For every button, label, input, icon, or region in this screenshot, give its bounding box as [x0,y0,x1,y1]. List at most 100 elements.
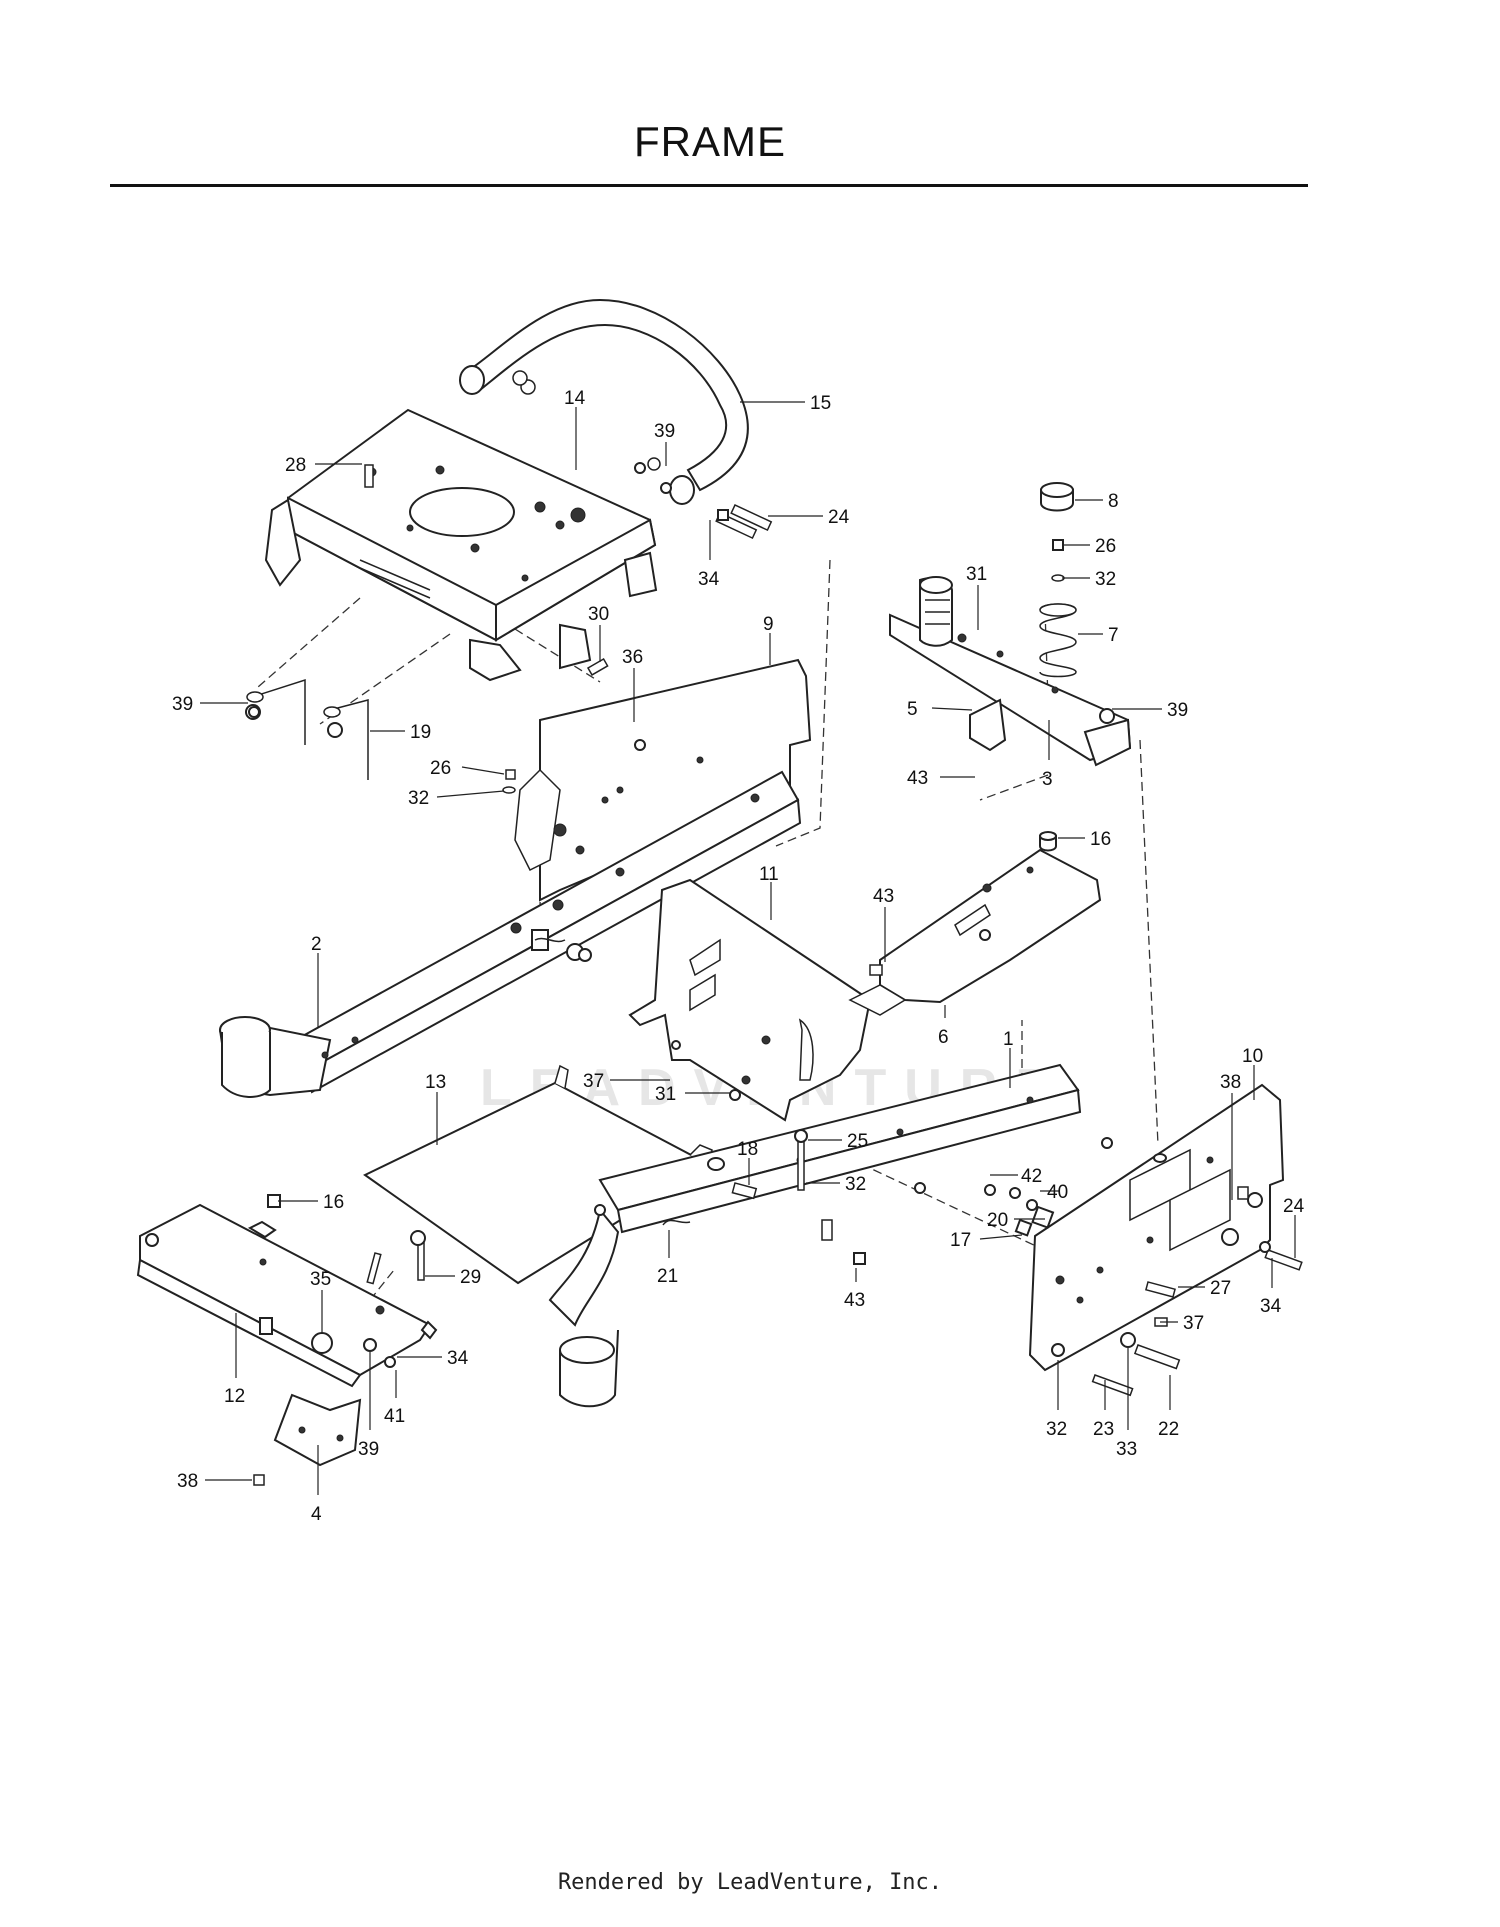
callout-16b: 16 [278,1192,344,1213]
callout-7: 7 [1078,625,1119,646]
callout-label-34b: 34 [447,1348,469,1369]
part-14-seat-plate [264,408,658,682]
callout-label-34a: 34 [698,569,720,590]
callout-label-23: 23 [1093,1419,1114,1440]
callout-34b: 34 [397,1348,469,1369]
part-1-right-frame-rail [548,1063,1082,1408]
callout-32b: 32 [408,788,505,809]
callout-31a: 31 [966,564,987,630]
callout-38a: 38 [1220,1072,1241,1200]
callout-26a: 26 [1064,536,1116,557]
callout-label-37b: 37 [1183,1313,1204,1334]
callout-label-39b: 39 [172,694,193,715]
callout-42: 42 [990,1166,1042,1187]
callout-26b: 26 [430,758,505,779]
callout-18: 18 [737,1139,758,1185]
callout-label-13: 13 [425,1072,446,1093]
callout-10: 10 [1242,1046,1263,1100]
callout-label-24b: 24 [1283,1196,1305,1217]
part-16-bumper-top [1039,831,1057,852]
callout-43b: 43 [873,886,894,962]
spring-hardware [1051,539,1065,582]
part-12-front-footrest [136,1203,438,1388]
callout-22: 22 [1158,1375,1179,1440]
callout-39c: 39 [1112,700,1188,721]
callout-label-2: 2 [311,934,322,955]
callout-31b: 31 [655,1084,730,1105]
callout-label-3: 3 [1042,769,1053,790]
callout-17: 17 [950,1230,1023,1251]
callout-label-37a: 37 [583,1071,604,1092]
callout-39d: 39 [358,1352,379,1460]
footer-credit: Rendered by LeadVenture, Inc. [557,1870,943,1895]
callout-label-22: 22 [1158,1419,1179,1440]
callout-label-38a: 38 [1220,1072,1241,1093]
callout-29: 29 [425,1267,481,1288]
callout-label-31a: 31 [966,564,987,585]
callout-1: 1 [1003,1029,1014,1088]
callout-label-28: 28 [285,455,306,476]
callout-25: 25 [808,1131,868,1152]
callout-27: 27 [1178,1278,1231,1299]
callout-32c: 32 [806,1174,866,1195]
callout-label-33: 33 [1116,1439,1137,1460]
part-4-mount-bracket [273,1393,362,1467]
title-rule [110,184,1308,187]
callout-35: 35 [310,1269,331,1333]
callout-36: 36 [622,647,643,722]
callout-label-32a: 32 [1095,569,1116,590]
callout-label-21: 21 [657,1266,678,1287]
callout-label-15: 15 [810,393,831,414]
callout-label-40: 40 [1047,1182,1068,1203]
callout-label-18: 18 [737,1139,758,1160]
callout-37a: 37 [583,1071,670,1092]
callout-label-11: 11 [759,864,779,885]
callout-13: 13 [425,1072,446,1145]
callout-label-43b: 43 [873,886,894,907]
callout-label-34c: 34 [1260,1296,1282,1317]
callout-label-26b: 26 [430,758,451,779]
callout-label-32c: 32 [845,1174,866,1195]
callout-label-27: 27 [1210,1278,1231,1299]
callout-21: 21 [657,1230,678,1287]
callout-15: 15 [740,393,831,414]
callout-label-36: 36 [622,647,643,668]
callout-label-8: 8 [1108,491,1119,512]
callout-label-41: 41 [384,1406,405,1427]
callout-label-17: 17 [950,1230,971,1251]
callout-label-32b: 32 [408,788,429,809]
callout-16a: 16 [1058,829,1111,850]
callout-label-29: 29 [460,1267,481,1288]
part-5-clip [969,698,1007,752]
callout-2: 2 [311,934,322,1028]
page-title: FRAME [634,118,786,165]
callout-14: 14 [564,388,586,470]
callout-label-35: 35 [310,1269,331,1290]
callout-label-42: 42 [1021,1166,1042,1187]
callout-label-12: 12 [224,1386,245,1407]
callout-label-9: 9 [763,614,774,635]
callout-label-25: 25 [847,1131,868,1152]
callout-label-24a: 24 [828,507,850,528]
callout-label-39d: 39 [358,1439,379,1460]
callout-28: 28 [285,455,362,476]
callout-43c: 43 [844,1268,865,1311]
callout-6: 6 [938,1005,949,1048]
callout-32d: 32 [1046,1360,1067,1440]
callout-4: 4 [311,1445,322,1525]
callout-30: 30 [588,604,609,662]
callout-label-4: 4 [311,1504,322,1525]
callout-12: 12 [224,1313,245,1407]
callout-label-10: 10 [1242,1046,1263,1067]
callout-20: 20 [987,1210,1045,1231]
callout-38b: 38 [177,1471,252,1492]
part-2-left-frame-rail [218,770,802,1098]
callout-label-5: 5 [907,699,918,720]
callout-label-38b: 38 [177,1471,198,1492]
callout-label-43a: 43 [907,768,928,789]
callout-label-7: 7 [1108,625,1119,646]
callout-39b: 39 [172,694,248,715]
callout-41: 41 [384,1370,405,1427]
